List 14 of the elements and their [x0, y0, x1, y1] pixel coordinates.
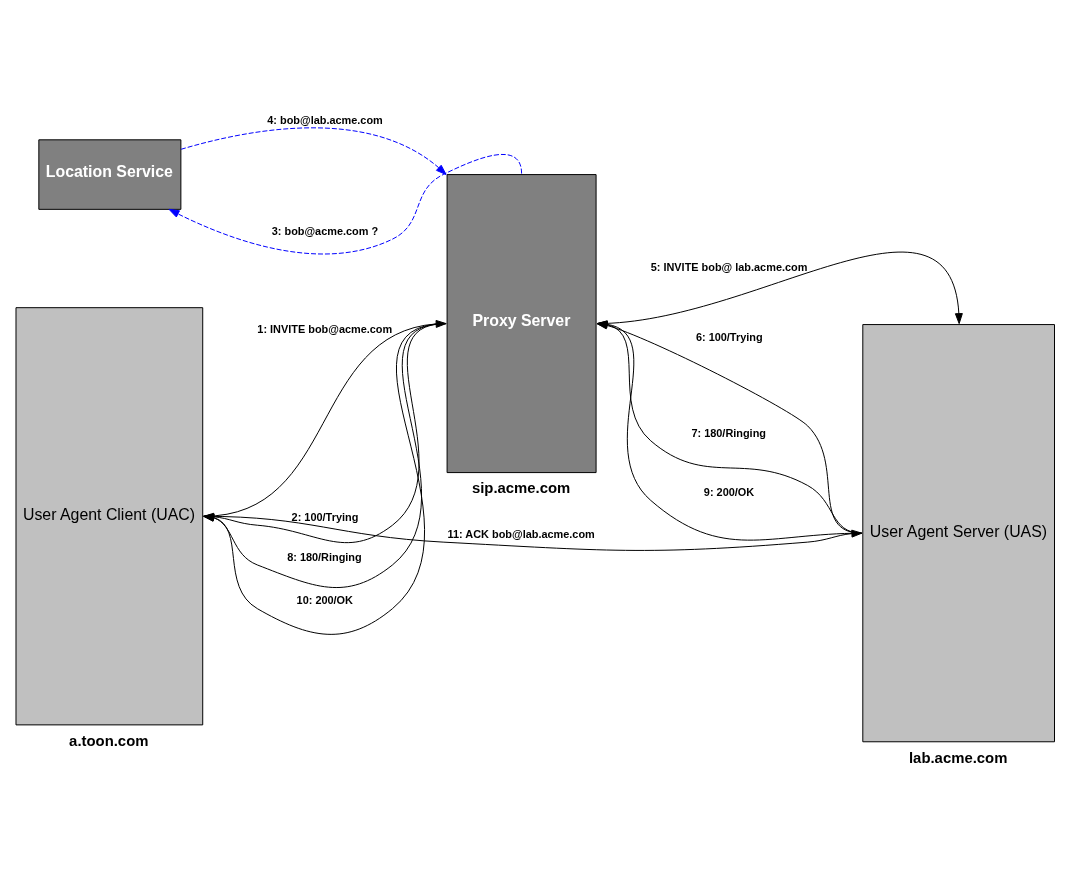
edge-label: 9: 200/OK — [703, 485, 755, 498]
node-label: sip.acme.com — [471, 479, 571, 496]
edge-label: 6: 100/Trying — [695, 330, 763, 343]
edge-label: 7: 180/Ringing — [691, 426, 766, 439]
node-label: lab.acme.com — [908, 749, 1008, 766]
edge-label: 5: INVITE bob@ lab.acme.com — [650, 260, 808, 273]
edge-label: 11: ACK bob@lab.acme.com — [447, 527, 595, 540]
edge-label: 4: bob@lab.acme.com — [267, 113, 383, 126]
edge-label: 10: 200/OK — [296, 593, 353, 606]
edge-label: 2: 100/Trying — [291, 510, 359, 523]
edge-label: 1: INVITE bob@acme.com — [257, 322, 393, 335]
edge-label: 8: 180/Ringing — [287, 550, 362, 563]
edge-label: 3: bob@acme.com ? — [271, 224, 379, 237]
node-label: a.toon.com — [69, 732, 149, 749]
